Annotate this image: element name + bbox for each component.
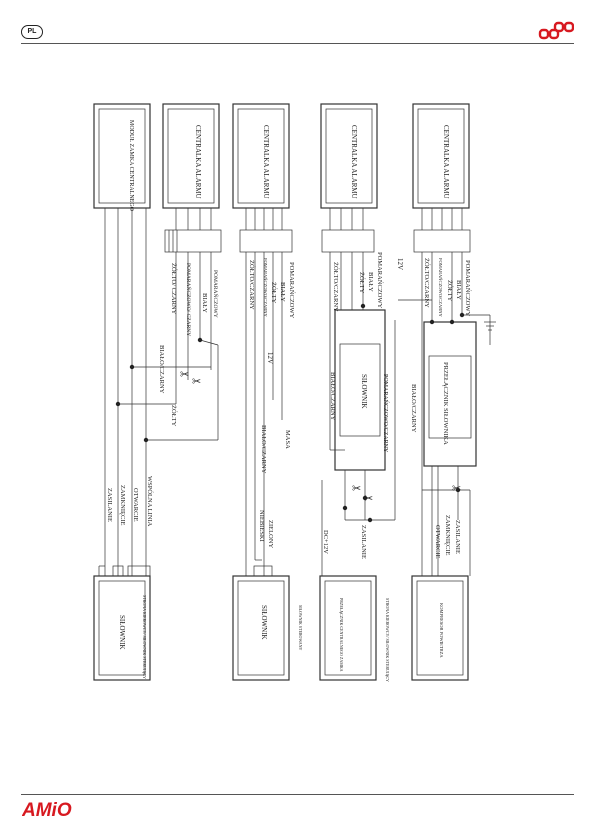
scissors-icon: ✂ xyxy=(180,368,189,381)
amio-logo: AMiO xyxy=(22,800,72,819)
wire-white-label: BIAŁY xyxy=(279,282,286,302)
wire-yellow-label: ŻÓŁTY xyxy=(358,272,366,294)
side-note: STRONA KIEROWCY/ SIŁOWNIK STERUJĄCY xyxy=(385,598,390,682)
actuator-label: SIŁOWNIK xyxy=(360,374,368,409)
wire-yellow-label: ŻÓŁTY xyxy=(270,282,278,304)
compressor-label: KOMPRESOR POWIETRZA xyxy=(439,603,444,658)
voltage-label: 12V xyxy=(396,258,404,270)
diagram-3 xyxy=(319,103,396,681)
voltage-label: DC+12V xyxy=(322,530,329,554)
wire-ob-label: POMARAŃCZOWO/CZARNY xyxy=(438,258,443,318)
wire-yb-label: ŻÓŁTO/CZARNY xyxy=(248,260,256,310)
wire-yb-label: ŻÓŁTO/ CZARNY xyxy=(170,263,178,315)
wire-orange-label: POMARAŃCZOWY xyxy=(288,262,296,319)
scissors-icon: ✂ xyxy=(452,482,461,495)
voltage-label: 12V xyxy=(266,352,274,364)
scissors-icon: ✂ xyxy=(192,375,201,388)
page-header: PL xyxy=(0,0,595,48)
wire-white-label: BIAŁY xyxy=(367,272,374,292)
scissors-icon: ✂ xyxy=(364,492,373,505)
wire-ob-label: POMARAŃCZOWO/CZARNY xyxy=(382,374,390,453)
wire-unlock-label: OTWARCIE xyxy=(132,488,139,522)
switch-label: PRZEŁĄCZNIK SIŁOWNIKA xyxy=(442,362,449,445)
side-note: STRONA KIEROWCY/ SIŁOWNIK STERUJĄCY xyxy=(142,595,147,679)
wire-lock-label: ZAMKNIĘCIE xyxy=(444,515,451,555)
wire-white-label: BIAŁY xyxy=(455,280,462,300)
wire-green-label: ZIELONY xyxy=(267,520,274,548)
actuator-label: SIŁOWNIK xyxy=(118,615,126,650)
svg-text:AMiO: AMiO xyxy=(22,800,72,819)
alarm-label: CENTRALKA ALARMU xyxy=(262,125,270,199)
diagram-4 xyxy=(398,103,496,681)
wire-orange-label: POMARAŃCZOWY xyxy=(212,270,220,318)
wire-blue-label: NIEBIESKI xyxy=(258,510,265,542)
scissors-icon: ✂ xyxy=(352,482,361,495)
footer-divider xyxy=(21,794,574,795)
alarm-label: CENTRALKA ALARMU xyxy=(442,125,450,199)
actuator-label: SIŁOWNIK xyxy=(260,605,268,640)
wire-wb-label: BIAŁO/CZARNY xyxy=(410,384,417,433)
wire-power-label: ZASILANIE xyxy=(106,488,113,522)
side-note: SIŁOWNIK STEROWANY xyxy=(298,605,303,651)
header-divider xyxy=(21,43,574,44)
wire-lock-label: ZAMKNIĘCIE xyxy=(119,485,126,525)
svg-text:MODUŁ ZAMKA CENTRALNEGO: MODUŁ ZAMKA CENTRALNEGO xyxy=(128,120,134,212)
wire-yb-label: ŻÓŁTO/CZARNY xyxy=(332,262,340,312)
wire-yellow-label: ŻÓŁTY xyxy=(170,405,178,427)
wire-power-label: ZASILANIE xyxy=(454,520,461,554)
wire-power-label: ZASILANIE xyxy=(360,525,367,559)
diagram-2 xyxy=(232,103,293,681)
wire-ob-label: POMARAŃCZOWO/CZARNY xyxy=(263,258,268,318)
switch-box-label: PRZEŁĄCZNIK CENTRALNEGO ZAMKA xyxy=(339,598,344,672)
wire-yellow-label: ŻÓŁTY xyxy=(446,280,454,302)
ground-label: MASA xyxy=(284,430,291,449)
language-badge: PL xyxy=(21,25,43,39)
wire-yb-label: ŻÓŁTO/CZARNY xyxy=(423,258,431,308)
wire-ob-label: POMARAŃCZOWO/ CZARNY xyxy=(185,263,193,336)
wire-orange-label: POMARAŃCZOWY xyxy=(464,260,472,317)
wire-orange-label: POMARAŃCZOWY xyxy=(376,252,384,309)
alarm-label: CENTRALKA ALARMU xyxy=(194,125,202,199)
wire-white-label: BIAŁY xyxy=(201,293,208,313)
wire-wb-label: BIAŁO/CZARNY xyxy=(158,345,165,394)
wire-wb-label: BIAŁO/CZARNY xyxy=(329,372,336,421)
diagram-1 xyxy=(93,103,222,681)
brand-rings-icon xyxy=(538,21,574,40)
wire-unlock-label: OTWARCIE xyxy=(434,525,441,559)
alarm-label: CENTRALKA ALARMU xyxy=(350,125,358,199)
wire-common-label: WSPÓLNA LINIA xyxy=(146,476,154,527)
wire-wb-label: BIAŁO/CZARNY xyxy=(260,425,267,474)
